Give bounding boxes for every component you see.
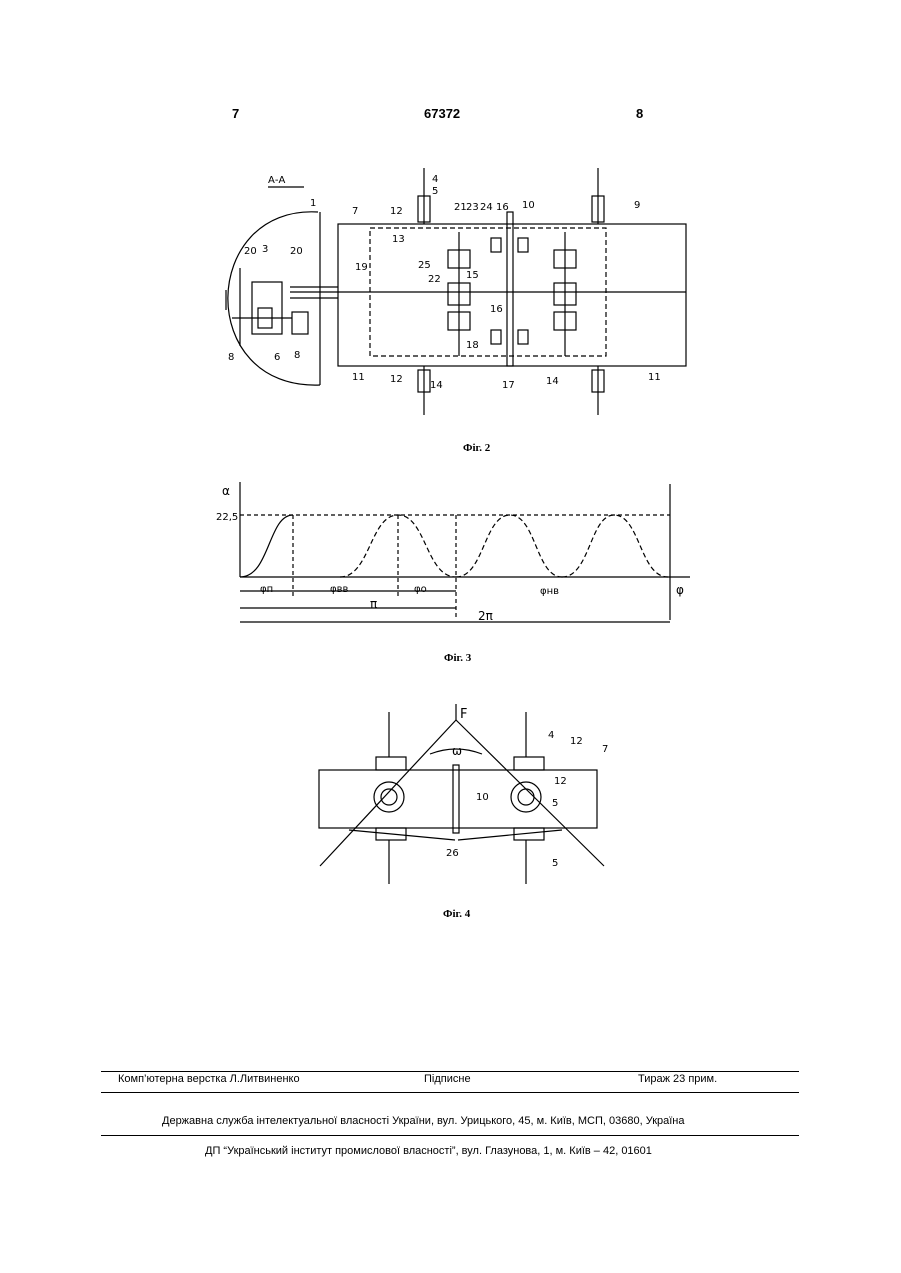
svg-text:α: α — [222, 484, 230, 498]
svg-text:2π: 2π — [478, 609, 493, 623]
svg-text:F: F — [460, 707, 467, 722]
part-label: 16 — [496, 202, 509, 213]
svg-text:φнв: φнв — [540, 586, 559, 597]
part-label: 7 — [352, 206, 358, 217]
part-label: 13 — [392, 234, 405, 245]
carrier-body — [338, 224, 686, 366]
figure-2-labels: 1 4 5 12 7 21 23 24 16 10 9 20 3 20 13 1… — [228, 174, 661, 391]
svg-text:10: 10 — [476, 792, 489, 803]
part-label: 9 — [634, 200, 640, 211]
footer-institute: ДП “Український інститут промислової вла… — [205, 1145, 652, 1157]
part-label: 20 — [244, 246, 257, 257]
footer-signed: Підписне — [424, 1073, 471, 1085]
part-label: 4 — [432, 174, 438, 185]
footer-circulation: Тираж 23 прим. — [638, 1073, 717, 1085]
part-label: 12 — [390, 206, 403, 217]
part-label: 10 — [522, 200, 535, 211]
svg-text:12: 12 — [554, 776, 567, 787]
figure-2-caption: Фіг. 2 — [463, 442, 490, 454]
footer-rule-bottom — [101, 1135, 799, 1136]
part-label: 12 — [390, 374, 403, 385]
figure-3-chart: α 22,5 φ φп φвв φо φнв π 2π — [216, 482, 690, 623]
part-label: 11 — [352, 372, 365, 383]
part-label: 18 — [466, 340, 479, 351]
svg-text:5: 5 — [552, 858, 558, 869]
part-label: 6 — [274, 352, 280, 363]
part-label: 20 — [290, 246, 303, 257]
svg-text:π: π — [370, 597, 377, 611]
part-label: 17 — [502, 380, 515, 391]
part-label: 11 — [648, 372, 661, 383]
svg-text:φ: φ — [676, 583, 684, 597]
part-label: 14 — [546, 376, 559, 387]
svg-text:7: 7 — [602, 744, 608, 755]
part-label: 22 — [428, 274, 441, 285]
part-label: 8 — [294, 350, 300, 361]
svg-text:26: 26 — [446, 848, 459, 859]
curve-rise — [240, 515, 293, 577]
footer-agency: Державна служба інтелектуальної власност… — [162, 1115, 685, 1127]
footer-layout-credit: Комп’ютерна верстка Л.Литвиненко — [118, 1073, 300, 1085]
part-label: 25 — [418, 260, 431, 271]
svg-text:ω: ω — [452, 744, 462, 758]
part-label: 23 — [466, 202, 479, 213]
svg-text:φо: φо — [414, 584, 427, 595]
part-label: 8 — [228, 352, 234, 363]
part-label: 14 — [430, 380, 443, 391]
svg-text:22,5: 22,5 — [216, 512, 238, 523]
central-plate — [507, 212, 513, 366]
section-label: А-А — [268, 175, 285, 186]
svg-text:φп: φп — [260, 584, 273, 595]
figure-4-drawing: F ω 4 12 7 12 5 10 26 5 — [319, 704, 608, 884]
svg-text:12: 12 — [570, 736, 583, 747]
part-label: 16 — [490, 304, 503, 315]
svg-text:5: 5 — [552, 798, 558, 809]
svg-text:φвв: φвв — [330, 584, 348, 595]
figure-3-caption: Фіг. 3 — [444, 652, 471, 664]
part-label: 15 — [466, 270, 479, 281]
figure-4-labels: F ω 4 12 7 12 5 10 26 5 — [446, 707, 608, 869]
footer-rule-top — [101, 1071, 799, 1072]
footer-rule-middle — [101, 1092, 799, 1093]
figure-3-labels: α 22,5 φ φп φвв φо φнв π 2π — [216, 484, 684, 623]
part-label: 24 — [480, 202, 493, 213]
part-label: 19 — [355, 262, 368, 273]
svg-text:4: 4 — [548, 730, 554, 741]
part-label: 21 — [454, 202, 467, 213]
part-label: 3 — [262, 244, 268, 255]
figure-2-drawing: А-А — [226, 168, 686, 415]
part-label: 1 — [310, 198, 316, 209]
figure-4-caption: Фіг. 4 — [443, 908, 470, 920]
part-label: 5 — [432, 186, 438, 197]
